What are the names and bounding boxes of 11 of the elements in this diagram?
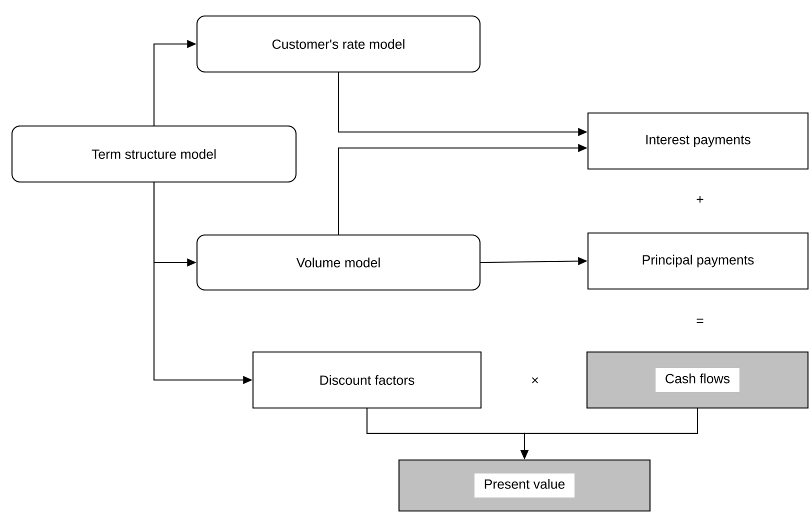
operator-symbol: + [696, 196, 704, 203]
model-box: Volume model [196, 234, 481, 291]
result-box: Present value [398, 459, 651, 512]
result-box: Cash flows [586, 351, 809, 409]
operator-symbol: × [532, 377, 538, 384]
model-box: Customer's rate model [196, 15, 481, 73]
model-box: Term structure model [11, 125, 297, 183]
operator-symbol: = [696, 318, 704, 324]
process-box: Principal payments [587, 232, 809, 290]
process-box: Interest payments [587, 112, 809, 170]
process-box: Discount factors [252, 351, 482, 409]
